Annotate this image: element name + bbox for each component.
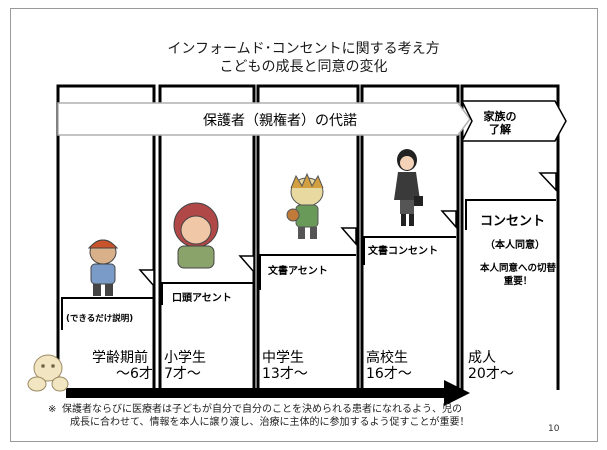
consent-subtitle: （本人同意） <box>485 240 545 251</box>
stage-preschool: 学齢期前 ～6才 <box>92 350 153 382</box>
proxy-consent-label: 保護者（親権者）の代諾 <box>203 113 357 129</box>
stage-elementary: 小学生 7才～ <box>164 350 206 382</box>
stage-age: ～6才 <box>116 366 153 382</box>
page-number: 10 <box>548 424 560 434</box>
consent-note-line-1: 本人同意への切替 <box>479 263 556 274</box>
middle-school-child-icon <box>286 172 324 239</box>
stage-age: 20才～ <box>468 366 514 382</box>
written-consent-label: 文書コンセント <box>368 246 438 257</box>
column-middle <box>256 84 360 390</box>
family-understanding-label: 家族の 了解 <box>470 110 530 136</box>
stage-age: 16才～ <box>366 366 412 382</box>
oral-assent-label: 口頭アセント <box>172 293 232 304</box>
stage-adult: 成人 20才～ <box>468 350 514 382</box>
stage-high: 高校生 16才～ <box>366 350 412 382</box>
family-line-1: 家族の <box>483 110 517 123</box>
stage-name: 小学生 <box>164 350 206 366</box>
stage-name: 高校生 <box>366 350 408 366</box>
stage-name: 学齢期前 <box>92 350 148 366</box>
toddler-icon <box>87 239 119 296</box>
staircase <box>61 199 556 330</box>
slide-subtitle: こどもの成長と同意の変化 <box>219 59 388 75</box>
consent-title: コンセント <box>480 214 546 229</box>
age-timeline-arrowhead <box>444 380 470 406</box>
stage-age: 7才～ <box>164 366 201 382</box>
step-flags <box>138 172 557 288</box>
footnote-line-2: 成長に合わせて、情報を本人に譲り渡し、治療に主体的に参加するよう促すことが重要！ <box>70 417 470 428</box>
footnote: ※ 保護者ならびに医療者は子どもが自分で自分のことを決められる患者になれるよう、… <box>48 403 552 429</box>
high-school-student-icon <box>394 149 423 226</box>
column-high <box>360 84 460 390</box>
family-line-2: 了解 <box>489 123 511 136</box>
infant-icon <box>27 354 69 392</box>
stage-middle: 中学生 13才～ <box>262 350 308 382</box>
stage-age: 13才～ <box>262 366 308 382</box>
stage-name: 中学生 <box>262 350 304 366</box>
consent-note: 本人同意への切替 重要！ <box>468 262 568 288</box>
explanation-label: (できるだけ説明) <box>66 314 134 324</box>
step-written-assent <box>259 254 356 290</box>
age-timeline-bar <box>66 388 446 398</box>
consent-note-line-2: 重要！ <box>503 276 533 287</box>
slide-title: インフォームド･コンセントに関する考え方 <box>167 41 440 57</box>
family-understanding-chevron <box>460 100 567 142</box>
step-consent <box>465 199 556 230</box>
elementary-child-icon <box>173 202 219 269</box>
step-explanation <box>61 297 154 330</box>
step-written-consent <box>363 236 456 265</box>
stage-columns <box>56 84 560 390</box>
column-elementary <box>158 84 256 390</box>
step-oral-assent <box>161 282 254 305</box>
footnote-line-1: 保護者ならびに医療者は子どもが自分で自分のことを決められる患者になれるよう、児の <box>62 404 462 415</box>
footnote-mark: ※ <box>48 404 57 415</box>
proxy-consent-banner <box>57 102 471 136</box>
column-preschool <box>56 84 156 390</box>
column-adult <box>460 84 560 390</box>
written-assent-label: 文書アセント <box>268 266 328 277</box>
stage-name: 成人 <box>468 350 496 366</box>
slide-frame <box>10 8 598 442</box>
